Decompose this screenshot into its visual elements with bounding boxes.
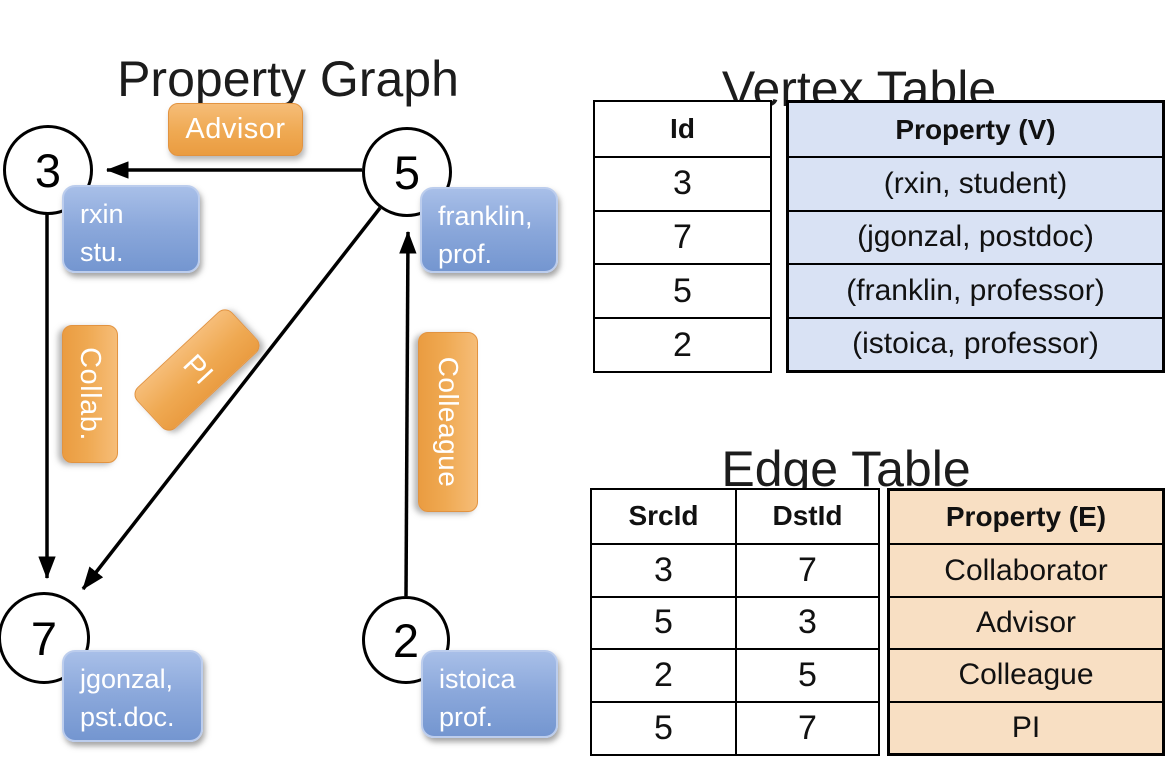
vertex-property-label-jgonzal: jgonzal, pst.doc. bbox=[62, 650, 203, 742]
edge-pi-5-to-7 bbox=[81, 206, 382, 591]
vertex-table-cell-id: 7 bbox=[595, 209, 770, 264]
edge-label-text: Advisor bbox=[185, 113, 286, 145]
vertex-table-cell-property: (jgonzal, postdoc) bbox=[789, 209, 1162, 263]
edge-table-cell-property: Collaborator bbox=[890, 543, 1162, 595]
edge-table-cell-srcid: 5 bbox=[592, 595, 735, 649]
edge-table-cell-property: Advisor bbox=[890, 595, 1162, 648]
vertex-id-5: 5 bbox=[393, 145, 421, 199]
vertex-property-line: jgonzal, bbox=[80, 664, 174, 694]
edge-table-header-srcid: SrcId bbox=[628, 500, 699, 532]
edge-table-cell-srcid: 3 bbox=[592, 542, 735, 596]
edge-table-title: Edge Table bbox=[721, 440, 971, 497]
vertex-table-property-column: Property (V) (rxin, student) (jgonzal, p… bbox=[786, 100, 1165, 373]
edge-label-text: Collab. bbox=[74, 347, 107, 441]
vertex-table-header-id: Id bbox=[670, 112, 695, 144]
vertex-property-line: franklin, bbox=[438, 201, 533, 231]
vertex-property-line: pst.doc. bbox=[80, 702, 175, 733]
vertex-table-cell-property: (rxin, student) bbox=[789, 156, 1162, 209]
edge-table-header-property: Property (E) bbox=[945, 501, 1107, 533]
edge-table-cell-srcid: 5 bbox=[592, 701, 735, 754]
edge-label-text: PI bbox=[175, 348, 219, 391]
vertex-table-cell-id: 3 bbox=[595, 155, 770, 210]
edge-label-colleague: Colleague bbox=[418, 332, 478, 512]
edge-table-id-columns: SrcId DstId 3 7 5 3 2 5 5 7 bbox=[590, 488, 880, 756]
vertex-property-label-franklin: franklin, prof. bbox=[420, 187, 558, 273]
edge-table-cell-dstid: 7 bbox=[735, 701, 878, 754]
vertex-property-line: istoica bbox=[439, 664, 516, 694]
vertex-table-cell-property: (istoica, professor) bbox=[789, 316, 1162, 370]
vertex-table-header-property: Property (V) bbox=[895, 113, 1056, 145]
vertex-table-cell-id: 5 bbox=[595, 263, 770, 317]
vertex-table-id-column: Id 3 7 5 2 bbox=[593, 100, 772, 373]
edge-label-collab: Collab. bbox=[62, 325, 118, 463]
edge-label-text: Colleague bbox=[433, 356, 464, 488]
vertex-property-label-istoica: istoica prof. bbox=[421, 650, 558, 738]
edge-label-advisor: Advisor bbox=[168, 103, 303, 156]
vertex-circle-2: 2 bbox=[362, 596, 450, 684]
vertex-id-7: 7 bbox=[30, 611, 58, 665]
edge-table-cell-dstid: 3 bbox=[735, 595, 878, 649]
vertex-table-cell-id: 2 bbox=[595, 317, 770, 371]
edge-colleague-2-to-5 bbox=[399, 230, 417, 597]
vertex-id-2: 2 bbox=[392, 613, 420, 667]
edge-table-property-column: Property (E) Collaborator Advisor Collea… bbox=[887, 488, 1165, 756]
vertex-property-line: prof. bbox=[438, 239, 493, 270]
vertex-property-line: rxin bbox=[80, 199, 124, 229]
vertex-property-line: prof. bbox=[439, 702, 494, 733]
graph-edges bbox=[38, 161, 417, 597]
vertex-property-line: stu. bbox=[80, 237, 124, 268]
property-graph-title: Property Graph bbox=[117, 50, 459, 107]
edge-table-header-dstid: DstId bbox=[735, 490, 878, 543]
vertex-id-3: 3 bbox=[34, 143, 62, 197]
vertex-property-label-rxin: rxin stu. bbox=[62, 185, 200, 273]
property-graph-panel: Property Graph 3 5 7 2 rxin bbox=[0, 50, 558, 742]
vertex-circle-5: 5 bbox=[362, 127, 452, 217]
edge-table-cell-srcid: 2 bbox=[592, 648, 735, 701]
edge-table-cell-dstid: 7 bbox=[735, 542, 878, 596]
edge-table-cell-property: PI bbox=[890, 700, 1162, 753]
edge-table-cell-dstid: 5 bbox=[735, 648, 878, 702]
vertex-table-cell-property: (franklin, professor) bbox=[789, 263, 1162, 316]
edge-table-cell-property: Colleague bbox=[890, 648, 1162, 700]
